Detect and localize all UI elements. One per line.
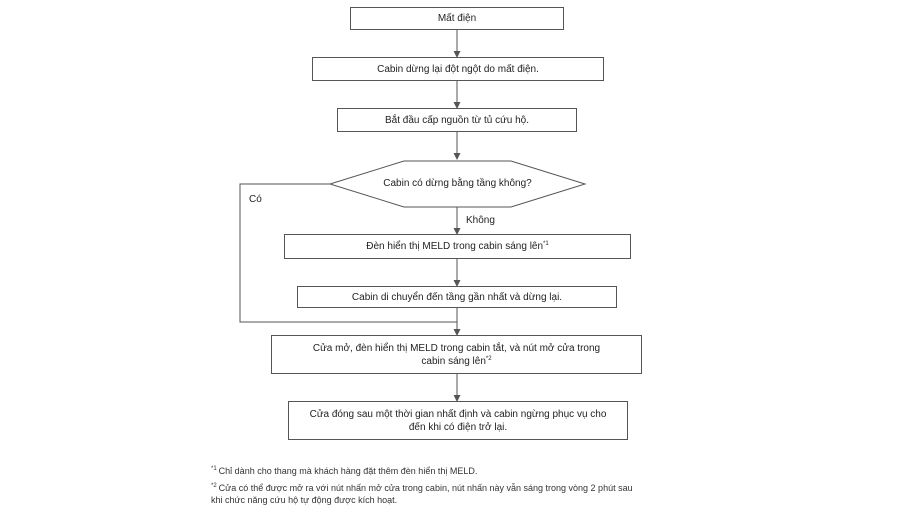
branch-yes-label: Có [249, 194, 262, 205]
footnote-1-text: Chỉ dành cho thang mà khách hàng đặt thê… [218, 466, 478, 476]
step-cabin-stops: Cabin dừng lại đột ngột do mất điện. [312, 57, 604, 81]
step-rescue-power: Bắt đầu cấp nguồn từ tủ cứu hộ. [337, 108, 577, 132]
step-move-nearest: Cabin di chuyển đến tầng gần nhất và dừn… [297, 286, 617, 308]
footnote-2-text-line2: khi chức năng cứu hộ tự động được kích h… [211, 495, 398, 505]
decision-question-label: Cabin có dừng bằng tầng không? [383, 178, 532, 189]
footnote-2-mark: *2 [211, 483, 217, 489]
decision-question: Cabin có dừng bằng tầng không? [360, 177, 555, 190]
step-meld-on-label: Đèn hiển thị MELD trong cabin sáng lên [366, 241, 544, 252]
step-move-nearest-label: Cabin di chuyển đến tầng gần nhất và dừn… [351, 291, 563, 303]
decision-diamond [328, 160, 587, 208]
step-door-opens-line2: cabin sáng lên [421, 355, 486, 367]
step-power-outage-label: Mất điện [437, 13, 477, 24]
connector-decision-yes [239, 183, 457, 323]
footnote-1-mark: *1 [211, 466, 217, 472]
step-meld-on: Đèn hiển thị MELD trong cabin sáng lên*1 [284, 234, 631, 259]
step-door-opens-line1: Cửa mở, đèn hiển thị MELD trong cabin tắ… [312, 342, 601, 354]
footnote-ref-2: *2 [485, 355, 492, 362]
step-door-closes-line1: Cửa đóng sau một thời gian nhất định và … [309, 408, 607, 420]
step-cabin-stops-label: Cabin dừng lại đột ngột do mất điện. [377, 63, 539, 75]
step-door-opens: Cửa mở, đèn hiển thị MELD trong cabin tắ… [271, 335, 642, 374]
step-door-closes-line2: đến khi có điện trở lại. [408, 421, 508, 433]
step-rescue-power-label: Bắt đầu cấp nguồn từ tủ cứu hộ. [384, 114, 530, 126]
step-power-outage: Mất điện [350, 7, 564, 30]
footnote-2-text-line1: Cửa có thể được mở ra với nút nhấn mở cử… [218, 483, 633, 493]
footnote-ref-1: *1 [543, 241, 549, 247]
branch-no-label: Không [466, 215, 495, 226]
step-door-closes: Cửa đóng sau một thời gian nhất định và … [288, 401, 628, 440]
